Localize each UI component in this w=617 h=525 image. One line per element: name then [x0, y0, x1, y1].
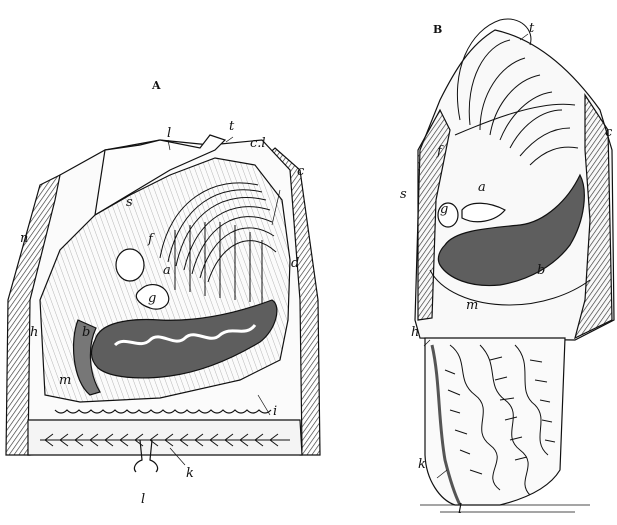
figure-b-label-b: b — [537, 264, 545, 277]
figure-a-label-s: s — [126, 196, 133, 209]
figure-b-label-g: g — [440, 203, 448, 216]
figure-a-label-b: b — [82, 326, 90, 339]
figure-a-sessile-barnacle — [6, 135, 320, 472]
figure-b-label-a: a — [478, 181, 486, 194]
figure-b-capitulum — [415, 30, 614, 340]
figure-b-peduncle — [425, 338, 565, 505]
figure-a-adductor — [116, 249, 144, 281]
figure-b-label-m: m — [466, 299, 478, 312]
figure-a-label-g: g — [148, 292, 156, 305]
figure-a-title: A — [152, 80, 161, 91]
figure-b-label-k: k — [418, 458, 426, 471]
figure-b-label-s: s — [400, 188, 407, 201]
figure-a-label-d: d — [291, 257, 299, 270]
figure-b-label-c: c — [605, 126, 612, 139]
figure-b-title: B — [433, 24, 442, 35]
figure-a-label-n: n — [20, 232, 28, 245]
figure-a-label-l-top: l — [167, 127, 171, 140]
figure-a-label-c: c — [297, 165, 304, 178]
figure-a-label-m: m — [59, 374, 71, 387]
figure-b-base — [420, 505, 590, 512]
figure-a-label-k: k — [186, 467, 194, 480]
figure-a-base — [28, 420, 302, 455]
figure-a-label-cl: c.l — [250, 137, 266, 150]
figure-b-label-l: l — [458, 503, 462, 516]
figure-a-label-t: t — [229, 120, 234, 133]
figure-a-label-f: f — [148, 233, 153, 246]
figure-a-label-a: a — [163, 264, 171, 277]
figure-b-stalked-barnacle — [415, 19, 614, 512]
figure-a-label-l-bottom: l — [141, 493, 145, 506]
figure-b-label-t: t — [529, 22, 534, 35]
figure-b-label-h: h — [411, 326, 419, 339]
figure-a-label-h: h — [30, 326, 38, 339]
figure-b-label-f: f — [437, 145, 442, 158]
figure-a-label-i: i — [273, 405, 277, 418]
